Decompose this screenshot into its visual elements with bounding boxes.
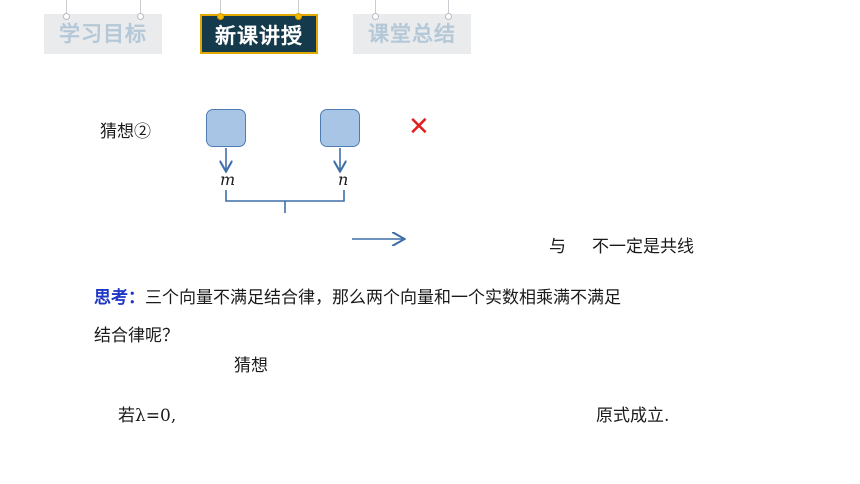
var-n: n (338, 170, 349, 189)
holds-text: 原式成立. (596, 406, 670, 426)
vector-box-right (320, 109, 360, 147)
think-line-2: 结合律呢？ (94, 326, 179, 346)
collinear-text: 不一定是共线 (592, 237, 694, 257)
tab-hanger-line (448, 0, 449, 16)
tab-new-lesson[interactable]: 新课讲授 (200, 14, 318, 54)
tab-summary[interactable]: 课堂总结 (353, 14, 471, 54)
tab-ring-dot-active (295, 13, 302, 20)
var-m: m (220, 170, 236, 189)
tab-ring-dot (137, 13, 144, 20)
tab-hanger-line (66, 0, 67, 16)
tab-ring-dot (372, 13, 379, 20)
lambda-zero-case: 若λ=0, (118, 406, 177, 426)
tab-hanger-line (298, 0, 299, 16)
tab-hanger-line (140, 0, 141, 16)
think-text-1: 三个向量不满足结合律，那么两个向量和一个实数相乘满不满足 (145, 288, 621, 308)
tab-ring-dot (445, 13, 452, 20)
conjecture-2-label: 猜想 (234, 356, 268, 376)
tab-ring-dot-active (217, 13, 224, 20)
think-line-1: 思考：三个向量不满足结合律，那么两个向量和一个实数相乘满不满足 (94, 283, 621, 308)
tab-learning-goals[interactable]: 学习目标 (44, 14, 162, 54)
think-label: 思考： (94, 288, 145, 308)
vector-box-left (206, 109, 246, 147)
collinear-connector: 与 (549, 237, 566, 257)
tab-hanger-line (220, 0, 221, 16)
section-tabs: 学习目标 新课讲授 课堂总结 (0, 0, 860, 60)
wrong-cross-icon: ✕ (408, 112, 430, 142)
conjecture-label: 猜想② (100, 122, 151, 142)
bracket (225, 190, 345, 202)
tab-hanger-line (375, 0, 376, 16)
tab-ring-dot (63, 13, 70, 20)
